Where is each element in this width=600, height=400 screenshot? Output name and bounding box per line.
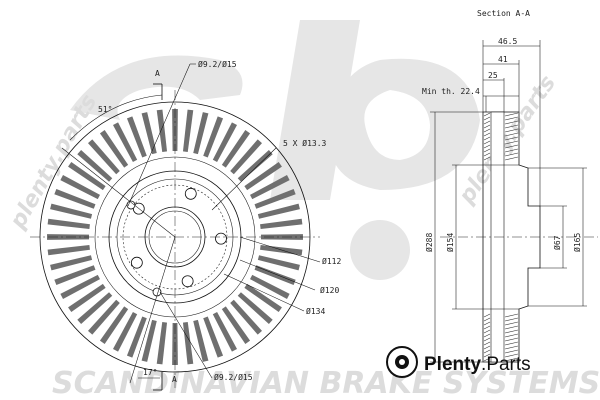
cooling-vane <box>77 292 113 325</box>
cooling-vane <box>203 116 224 158</box>
cooling-vane <box>230 139 263 175</box>
cooling-vane <box>237 149 273 182</box>
cooling-vane <box>212 122 238 162</box>
cooling-vane <box>156 322 168 365</box>
cut-letter-top: A <box>155 69 160 78</box>
dim-41: 41 <box>498 55 508 64</box>
cooling-vane <box>221 306 251 344</box>
cooling-vane <box>99 306 129 344</box>
cooling-vane <box>193 112 209 155</box>
cooling-vane <box>50 255 93 271</box>
angle-51-arc <box>69 94 163 141</box>
angle-17-label: 17° <box>143 368 157 377</box>
dim-154: Ø154 <box>445 233 455 252</box>
cooling-vane <box>99 130 129 168</box>
cooling-vane <box>47 244 90 256</box>
cooling-vane <box>77 149 113 182</box>
watermark-brand: SCANDINAVIAN BRAKE SYSTEMS <box>52 366 600 400</box>
label-d134: Ø134 <box>306 306 325 316</box>
label-bolt-holes: 5 X Ø13.3 <box>283 138 327 148</box>
bolt-hole <box>181 275 194 288</box>
dim-46-5: 46.5 <box>498 37 517 46</box>
cooling-vane <box>141 112 157 155</box>
logo-parts: Parts <box>486 354 530 375</box>
section-view: Section A-A 46.5 41 25 Min th. 22.4 Ø288… <box>422 9 598 363</box>
svg-text:Plenty.Parts: Plenty.Parts <box>424 354 531 375</box>
section-title: Section A-A <box>477 9 530 18</box>
dim-67: Ø67 <box>552 235 562 250</box>
bolt-holes <box>126 187 227 297</box>
cooling-vane <box>87 299 120 335</box>
cooling-vane <box>126 316 147 358</box>
cooling-vane <box>54 265 96 286</box>
locating-hole <box>126 200 136 210</box>
cooling-vane <box>260 234 303 240</box>
cooling-vane <box>244 283 282 313</box>
cooling-vane <box>112 122 138 162</box>
angle-51-leg <box>61 147 176 238</box>
cooling-vane <box>182 109 194 152</box>
cooling-vane <box>126 116 147 158</box>
cooling-vane <box>212 312 238 352</box>
leader-bolt <box>211 147 277 211</box>
bolt-hole <box>184 187 197 200</box>
leader-d112 <box>239 236 321 263</box>
angle-51-label: 51° <box>98 105 112 114</box>
cooling-vane <box>87 139 120 175</box>
cooling-vane <box>60 274 100 300</box>
cooling-vane <box>68 283 106 313</box>
cut-letter-bottom: A <box>172 375 177 384</box>
cooling-vane <box>54 188 96 209</box>
leader-d120 <box>239 259 316 291</box>
angle-17-leg <box>129 236 176 384</box>
cooling-vane <box>193 319 209 362</box>
disc-front-view: A A 51° 17° Ø9.2/Ø15 5 X Ø13.3 Ø112 Ø120… <box>30 59 341 391</box>
dim-165: Ø165 <box>572 233 582 252</box>
leader-hole-top <box>127 63 191 207</box>
cooling-vane <box>47 218 90 230</box>
cooling-vane <box>60 174 100 200</box>
cooling-vane <box>244 161 282 191</box>
cooling-vane <box>250 174 290 200</box>
cooling-vane <box>221 130 251 168</box>
label-d112: Ø112 <box>322 256 341 266</box>
cooling-vane <box>182 322 194 365</box>
cooling-vane <box>237 292 273 325</box>
watermark: SCANDINAVIAN BRAKE SYSTEMS plenty.parts … <box>5 20 600 400</box>
cooling-vanes <box>47 109 303 365</box>
label-d120: Ø120 <box>320 285 339 295</box>
cooling-vane <box>141 319 157 362</box>
cooling-vane <box>112 312 138 352</box>
section-hatch <box>483 112 519 362</box>
bolt-hole <box>215 232 227 245</box>
cooling-vane <box>50 203 93 219</box>
leader-d134 <box>223 273 305 312</box>
cooling-vane <box>257 203 300 219</box>
dim-288: Ø288 <box>424 233 434 252</box>
plenty-parts-logo: Plenty.Parts <box>386 346 531 378</box>
cooling-vane <box>254 188 296 209</box>
logo-dot: . <box>481 354 486 375</box>
cooling-vane <box>68 161 106 191</box>
label-hole-bottom: Ø9.2/Ø15 <box>214 372 253 382</box>
dim-25: 25 <box>488 71 498 80</box>
cooling-vane <box>230 299 263 335</box>
bolt-hole <box>130 256 143 269</box>
cooling-vane <box>250 274 290 300</box>
cooling-vane <box>257 255 300 271</box>
leader-hole-bottom <box>159 291 213 379</box>
cooling-vane <box>203 316 224 358</box>
cooling-vane <box>260 218 303 230</box>
logo-plenty: Plenty <box>424 354 481 375</box>
cooling-vane <box>156 109 168 152</box>
min-thickness: Min th. 22.4 <box>422 87 480 96</box>
label-hole-top: Ø9.2/Ø15 <box>198 59 237 69</box>
